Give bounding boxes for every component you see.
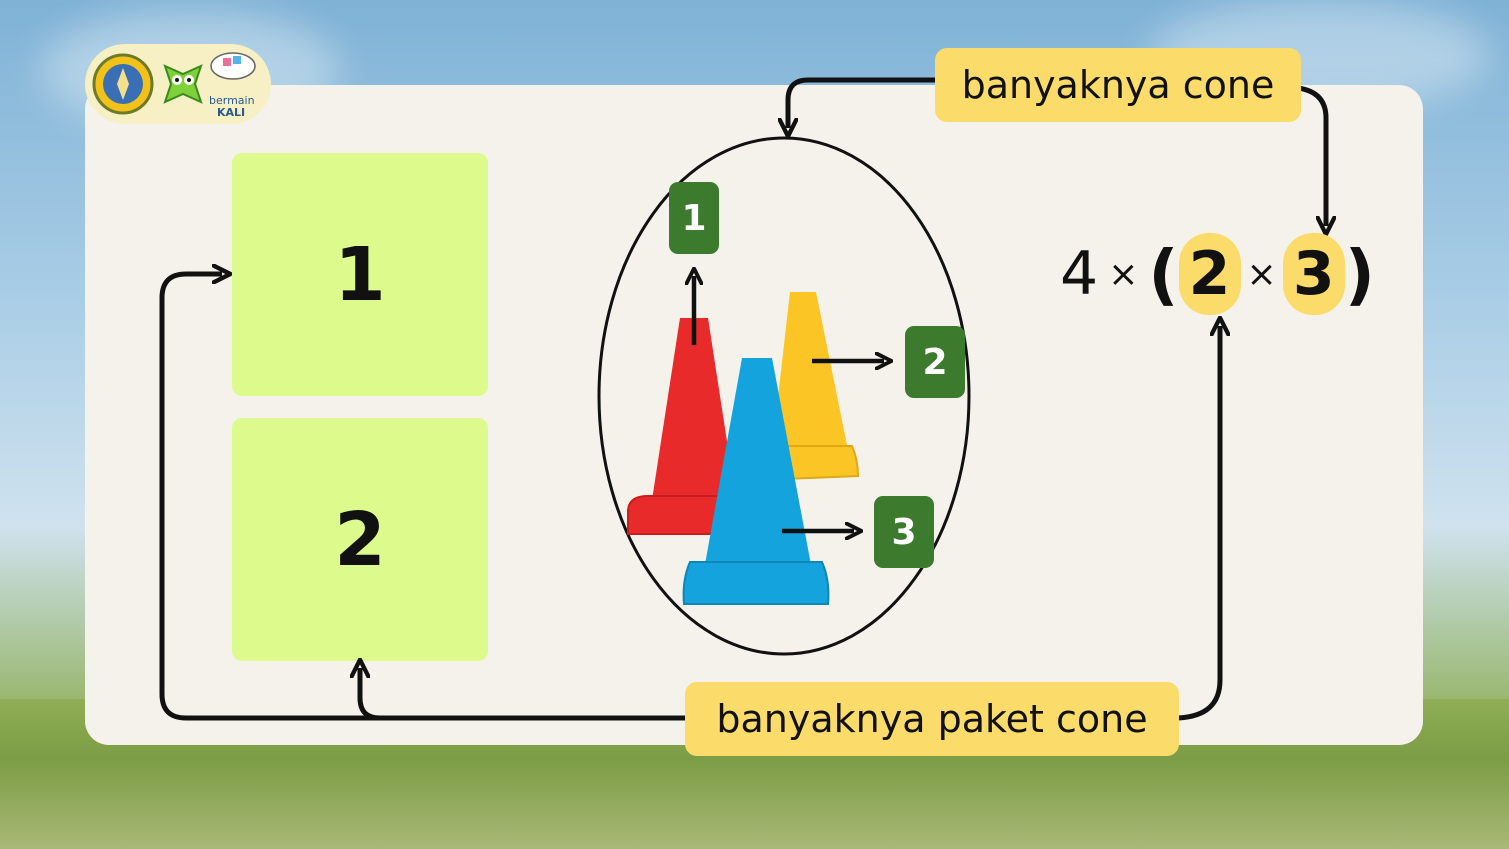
expr-open-paren: (	[1148, 235, 1179, 313]
cone-badge-2-label: 2	[922, 341, 948, 383]
label-banyaknya-paket-cone: banyaknya paket cone	[685, 682, 1179, 756]
cone-badge-3-label: 3	[891, 511, 917, 553]
expr-times-1: ×	[1108, 253, 1139, 295]
box-2-label: 2	[334, 496, 386, 583]
expr-close-paren: )	[1344, 235, 1375, 313]
logo-text-kali: KALI	[217, 106, 245, 119]
arrow-top-to-three	[1297, 85, 1326, 226]
ministry-emblem-icon	[92, 53, 154, 115]
cone-badge-2: 2	[905, 326, 965, 398]
expr-factor-4: 4	[1060, 239, 1099, 309]
arrow-bottom-to-box1	[159, 274, 688, 721]
cone-badge-3: 3	[874, 496, 934, 568]
arrow-top-to-ellipse	[788, 77, 938, 128]
thought-bubble-icon	[210, 52, 256, 80]
expr-factor-3: 3	[1282, 233, 1345, 315]
expr-times-2: ×	[1246, 253, 1277, 295]
label-bottom-text: banyaknya paket cone	[716, 697, 1148, 741]
green-mascot-icon	[163, 64, 203, 104]
expr-factor-2: 2	[1178, 233, 1241, 315]
logo-text-bermain: bermain	[209, 94, 255, 107]
cone-badge-1-label: 1	[681, 197, 707, 239]
multiplication-expression: 4 × ( 2 × 3 )	[1060, 232, 1375, 316]
arrow-bottom-to-two	[1177, 326, 1220, 721]
box-1-label: 1	[334, 231, 386, 318]
label-banyaknya-cone: banyaknya cone	[935, 48, 1301, 122]
logo-bar: bermain KALI	[85, 44, 271, 124]
box-2: 2	[232, 418, 488, 661]
red-cone	[627, 318, 741, 535]
label-top-text: banyaknya cone	[961, 63, 1275, 107]
arrow-bottom-to-box2	[360, 668, 688, 721]
cone-badge-1: 1	[669, 182, 719, 254]
blue-cone	[682, 358, 830, 605]
logo-icons: bermain KALI	[92, 52, 256, 119]
cone-group-ellipse	[597, 136, 971, 656]
box-1: 1	[232, 153, 488, 396]
